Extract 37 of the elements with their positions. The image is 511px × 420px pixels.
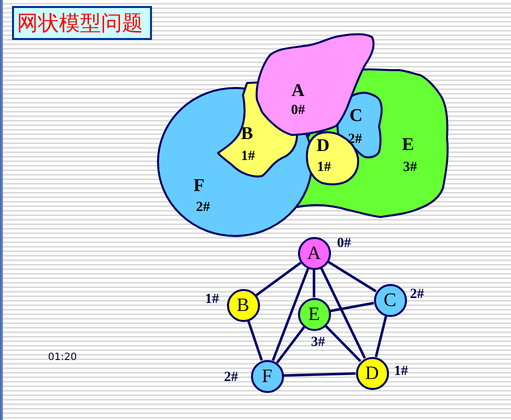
node-number: 0# — [337, 237, 351, 251]
timestamp-text: 01:20 — [48, 353, 77, 363]
region-number: 1# — [241, 150, 255, 164]
region-number: 0# — [291, 104, 305, 118]
connector-line — [374, 316, 388, 358]
connector-line — [312, 270, 316, 298]
connector-line — [272, 268, 310, 362]
node-number: 1# — [394, 365, 408, 379]
connector-line — [283, 372, 356, 377]
connector-line — [330, 302, 374, 312]
connector-line — [327, 260, 377, 292]
node-number: 1# — [205, 293, 219, 307]
node-letter: E — [308, 304, 320, 324]
connector-line — [276, 326, 306, 364]
connector-line — [320, 267, 366, 359]
node-letter: F — [262, 366, 272, 386]
region-letter: F — [194, 176, 204, 194]
connector-line — [256, 262, 302, 296]
region-letter: E — [402, 135, 414, 153]
region-number: 2# — [196, 201, 210, 215]
node-letter: A — [307, 244, 321, 262]
region-letter: A — [292, 81, 304, 99]
node-number: 2# — [224, 371, 238, 385]
region-number: 1# — [317, 161, 331, 175]
node-letter: C — [384, 290, 396, 310]
node-letter: D — [365, 364, 379, 382]
connector-line — [247, 320, 263, 361]
connector-line — [324, 324, 362, 362]
region-number: 3# — [403, 161, 417, 175]
region-number: 2# — [348, 133, 362, 147]
region-letter: C — [350, 106, 362, 124]
node-letter: B — [236, 296, 250, 314]
region-letter: B — [241, 124, 253, 142]
slide-title: 网状模型问题 — [12, 6, 152, 40]
node-number: 2# — [410, 288, 424, 302]
node-number: 3# — [311, 336, 325, 350]
region-letter: D — [316, 136, 330, 154]
